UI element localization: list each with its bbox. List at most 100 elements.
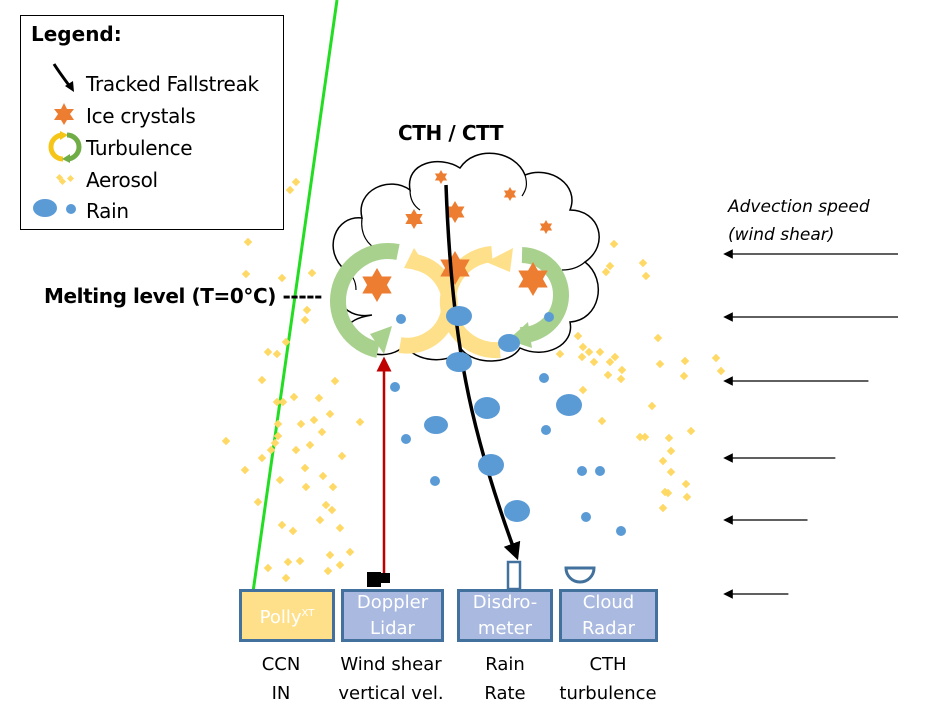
ice-crystal	[518, 262, 548, 296]
instrument-polly-superscript: XT	[301, 607, 315, 619]
ice-crystal	[434, 170, 448, 184]
aerosol-particle	[300, 315, 310, 325]
aerosol-particle	[578, 385, 588, 395]
aerosol-particle	[666, 467, 676, 477]
aerosol-particle	[330, 376, 340, 386]
ice-crystal-icon	[54, 103, 74, 125]
instrument-cloud-radar-line2: Radar	[582, 617, 635, 639]
rain-drop	[544, 312, 554, 322]
aerosol-particle	[253, 497, 263, 507]
measure-polly-line1: CCN	[261, 654, 301, 675]
wind-arrows	[723, 249, 898, 599]
legend-label-turbulence: Turbulence	[86, 136, 193, 160]
aerosol-particle	[664, 433, 674, 443]
legend-label-aerosol: Aerosol	[86, 168, 158, 192]
aerosol-particle	[584, 347, 594, 357]
aerosol-particle	[295, 556, 305, 566]
rain-drop	[446, 352, 472, 372]
aerosol-particle	[289, 392, 299, 402]
legend-box: Legend: Tracked Fallstreak Ice crystals …	[20, 15, 284, 230]
aerosol-particle	[573, 331, 583, 341]
aerosol-particle	[288, 526, 298, 536]
aerosol-particle	[345, 547, 355, 557]
rain-drop	[396, 314, 406, 324]
aerosol-particle	[315, 515, 325, 525]
rain-drop	[595, 466, 605, 476]
aerosol-particle	[716, 366, 726, 376]
aerosol-icon	[55, 173, 75, 186]
aerosol-particle	[617, 365, 627, 375]
aerosol-particle	[309, 415, 319, 425]
aerosol-particle	[314, 393, 324, 403]
rain-drop	[539, 373, 549, 383]
aerosol-particle	[610, 352, 620, 362]
instrument-cloud-radar: Cloud Radar	[559, 589, 658, 642]
ice-crystal	[362, 268, 392, 302]
measure-disdrometer: Rain Rate	[465, 650, 545, 708]
aerosol-particle	[291, 177, 301, 187]
rain-drop	[504, 500, 530, 522]
aerosol-particle	[658, 503, 668, 513]
aerosol-particle	[323, 566, 333, 576]
aerosol-particle	[272, 397, 282, 407]
aerosol-particle	[278, 397, 288, 407]
turbulence-icon	[48, 131, 82, 163]
instrument-doppler-lidar-line1: Doppler	[356, 591, 429, 613]
instrument-polly-label: PollyXT	[259, 606, 315, 628]
measure-disdrometer-line1: Rain	[485, 654, 525, 675]
aerosol-particle	[275, 475, 285, 485]
rain-drops	[390, 306, 626, 536]
aerosol-particle	[609, 239, 619, 249]
aerosol-particle	[283, 557, 293, 567]
ice-crystal	[503, 187, 517, 201]
rain-drop	[390, 382, 400, 392]
aerosol-particle	[285, 185, 295, 195]
aerosol-particle	[682, 492, 692, 502]
rain-drop	[581, 512, 591, 522]
aerosol-particle	[281, 573, 291, 583]
rain-icon	[33, 199, 76, 217]
aerosol-particle	[335, 523, 345, 533]
aerosol-particle	[272, 349, 282, 359]
aerosol-particle	[318, 471, 328, 481]
aerosol-particle	[266, 445, 276, 455]
instrument-disdrometer: Disdro- meter	[457, 589, 553, 642]
aerosol-particle	[711, 353, 721, 363]
doppler-lidar-head-icon	[367, 572, 390, 587]
aerosol-particle	[300, 463, 310, 473]
advection-label: Advection speed (wind shear)	[728, 193, 870, 249]
aerosol-particle	[281, 337, 291, 347]
measure-doppler-lidar-line2: vertical vel.	[338, 683, 444, 704]
aerosol-particle	[291, 445, 301, 455]
advection-label-line1: Advection speed	[728, 197, 870, 217]
rain-drop	[430, 476, 440, 486]
aerosol-particle	[263, 347, 273, 357]
legend-label-ice: Ice crystals	[86, 104, 196, 128]
aerosol-particle	[270, 438, 280, 448]
aerosol-particle	[589, 357, 599, 367]
aerosol-particle	[302, 305, 312, 315]
aerosol-particle	[305, 440, 315, 450]
cloud-radar-dish-icon	[564, 566, 596, 584]
aerosol-particle	[603, 370, 613, 380]
aerosol-particle	[337, 451, 347, 461]
aerosol-particle	[257, 453, 267, 463]
aerosol-particle	[595, 347, 605, 357]
measure-cloud-radar-line2: turbulence	[559, 683, 657, 704]
rain-drop	[478, 454, 504, 476]
aerosol-particle	[273, 419, 283, 429]
ice-crystals	[362, 170, 553, 302]
rain-drop	[498, 334, 520, 352]
aerosol-particle	[328, 482, 338, 492]
advection-label-line2: (wind shear)	[728, 225, 835, 245]
melting-level-label: Melting level (T=0°C) -----	[44, 284, 323, 308]
legend-label-rain: Rain	[86, 199, 129, 223]
ice-crystal	[539, 220, 553, 234]
rain-drop	[556, 394, 582, 416]
aerosol-particle	[277, 273, 287, 283]
aerosol-particle	[605, 261, 615, 271]
aerosol-particle	[307, 268, 317, 278]
rain-drop	[446, 306, 472, 326]
rain-drop	[474, 397, 500, 419]
